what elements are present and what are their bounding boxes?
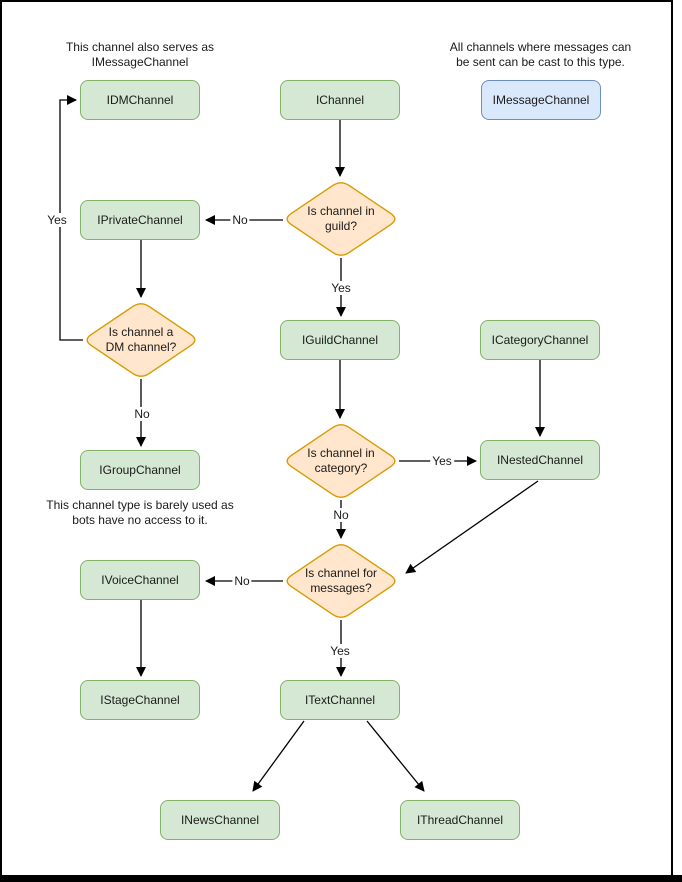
edge-itextchannel-to-ithreadchannel [366,720,425,792]
edge-label-dm-yes: Yes [45,213,69,227]
node-inewschannel: INewsChannel [160,800,280,840]
node-label: ITextChannel [304,693,376,707]
node-imessagechannel: IMessageChannel [481,80,601,120]
annotation-imessagechannel-note: All channels where messages can be sent … [438,40,643,70]
node-icategorychannel: ICategoryChannel [480,320,600,360]
node-label: INestedChannel [496,453,584,467]
node-label: IGuildChannel [301,333,379,347]
edge-itextchannel-to-inewschannel [252,720,305,792]
decision-label-messages: Is channel for messages? [283,566,399,596]
annotation-line: This channel also serves as [65,40,215,54]
decision-line: Is channel in [307,446,375,460]
node-label: IThreadChannel [416,813,504,827]
node-label: IMessageChannel [492,93,590,107]
annotation-line: This channel type is barely used as [46,498,234,512]
node-igroupchannel: IGroupChannel [80,450,200,490]
node-iguildchannel: IGuildChannel [280,320,400,360]
decision-label-category: Is channel in category? [283,446,399,476]
decision-line: messages? [310,581,372,595]
node-label: IDMChannel [106,93,174,107]
decision-line: DM channel? [105,340,177,354]
edge-label-category-yes: Yes [430,454,454,468]
node-ivoicechannel: IVoiceChannel [80,560,200,600]
node-label: IStageChannel [100,693,180,707]
annotation-line: All channels where messages can [449,40,632,54]
node-istagechannel: IStageChannel [80,680,200,720]
annotation-idmchannel-note: This channel also serves as IMessageChan… [40,40,240,70]
edge-label-category-no: No [331,508,351,522]
node-label: IVoiceChannel [101,573,179,587]
decision-label-guild: Is channel in guild? [283,204,399,234]
annotation-line: IMessageChannel [91,55,189,69]
edge-label-messages-no: No [232,574,252,588]
node-label: IGroupChannel [99,463,181,477]
node-itextchannel: ITextChannel [280,680,400,720]
node-label: IChannel [315,93,365,107]
decision-line: category? [314,461,368,475]
decision-line: Is channel for [304,566,378,580]
edge-label-guild-yes: Yes [329,281,353,295]
page-bottom-border [0,875,682,882]
annotation-line: be sent can be cast to this type. [456,55,625,69]
annotation-line: bots have no access to it. [72,513,208,527]
annotation-igroupchannel-note: This channel type is barely used as bots… [35,498,245,528]
node-inestedchannel: INestedChannel [480,440,600,480]
node-idmchannel: IDMChannel [80,80,200,120]
node-ithreadchannel: IThreadChannel [400,800,520,840]
decision-line: guild? [324,219,358,233]
decision-line: Is channel in [307,204,375,218]
edge-label-dm-no: No [132,407,152,421]
decision-line: Is channel a [108,325,174,339]
decision-label-dm: Is channel a DM channel? [83,325,199,355]
node-label: INewsChannel [180,813,260,827]
node-ichannel: IChannel [280,80,400,120]
node-iprivatechannel: IPrivateChannel [80,200,200,240]
node-label: IPrivateChannel [97,213,183,227]
edge-label-messages-yes: Yes [328,644,352,658]
edge-inestedchannel-to-messages-decision [405,480,539,574]
node-label: ICategoryChannel [491,333,589,347]
edge-label-guild-no: No [230,213,250,227]
